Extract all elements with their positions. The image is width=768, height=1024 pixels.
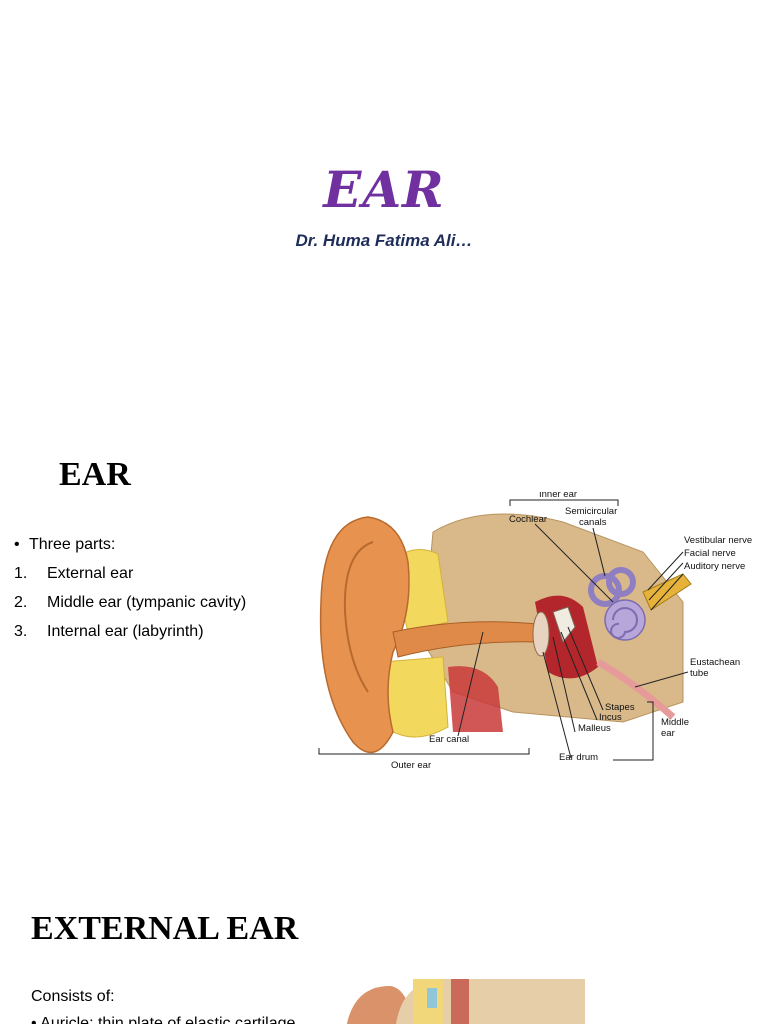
label-ear-canal: Ear canal — [429, 734, 469, 745]
item-number: 2. — [14, 594, 28, 611]
item-text: External ear — [47, 565, 134, 582]
fat-tissue-lower — [382, 656, 449, 738]
label-inner-ear: Inner ear — [539, 492, 577, 500]
slide-title: EXTERNAL EAR — [31, 910, 299, 947]
list-item: 3. Internal ear (labyrinth) — [14, 617, 246, 646]
label-outer-ear: Outer ear — [391, 760, 431, 771]
label-middle: Middle — [661, 717, 689, 728]
bullet-icon: • — [31, 1015, 41, 1024]
ear-anatomy-diagram: Inner ear Cochlear Semicircular canals V… — [318, 492, 752, 771]
label-stapes: Stapes — [605, 702, 635, 713]
label-semicircular: Semicircular — [565, 506, 617, 517]
cochlea — [604, 599, 646, 641]
label-eustachean: Eustachean — [690, 657, 740, 668]
bullet-item: • Auricle: thin plate of elastic cartila… — [31, 1015, 295, 1024]
main-title: EAR — [323, 160, 445, 219]
label-ear: ear — [661, 728, 675, 739]
slide-title: EAR — [59, 456, 131, 493]
label-incus: Incus — [599, 712, 622, 723]
leader-lines — [318, 499, 689, 761]
ear-drum-shape — [532, 611, 550, 657]
label-ear-drum: Ear drum — [559, 752, 598, 763]
item-number: 3. — [14, 623, 28, 640]
title-slide: EAR Dr. Huma Fatima Ali… — [0, 0, 768, 384]
slide-subtitle: Consists of: — [31, 988, 115, 1005]
label-vestibular-nerve: Vestibular nerve — [684, 535, 752, 546]
label-tube: tube — [690, 668, 709, 679]
bullet-text: Auricle: thin plate of elastic cartilage — [40, 1015, 296, 1024]
item-text: Middle ear (tympanic cavity) — [47, 594, 247, 611]
item-number: 1. — [14, 565, 28, 582]
ossicles — [552, 606, 576, 644]
bullet-icon: • — [14, 536, 20, 553]
external-ear-slide: EXTERNAL EAR Consists of: • Auricle: thi… — [0, 824, 768, 1024]
item-text: Internal ear (labyrinth) — [47, 623, 204, 640]
muscle-tissue — [448, 666, 503, 732]
author-subtitle: Dr. Huma Fatima Ali… — [295, 231, 473, 250]
parts-list: • Three parts: 1. External ear 2. Middle ea… — [14, 530, 246, 646]
list-item: 1. External ear — [14, 559, 246, 588]
label-canals: canals — [579, 517, 607, 528]
auricle-fold — [343, 541, 374, 693]
eustachian-tube-shape — [596, 658, 676, 720]
intro-text: Three parts: — [29, 536, 116, 553]
list-intro: • Three parts: — [14, 530, 246, 559]
label-cochlear: Cochlear — [509, 514, 547, 525]
auricle — [319, 516, 410, 754]
ear-parts-slide: EAR • Three parts: 1. External ear 2. Middl… — [0, 384, 768, 824]
list-item: 2. Middle ear (tympanic cavity) — [14, 588, 246, 617]
label-auditory-nerve: Auditory nerve — [684, 561, 745, 572]
external-ear-image — [346, 979, 585, 1024]
label-malleus: Malleus — [578, 723, 611, 734]
label-facial-nerve: Facial nerve — [684, 548, 736, 559]
